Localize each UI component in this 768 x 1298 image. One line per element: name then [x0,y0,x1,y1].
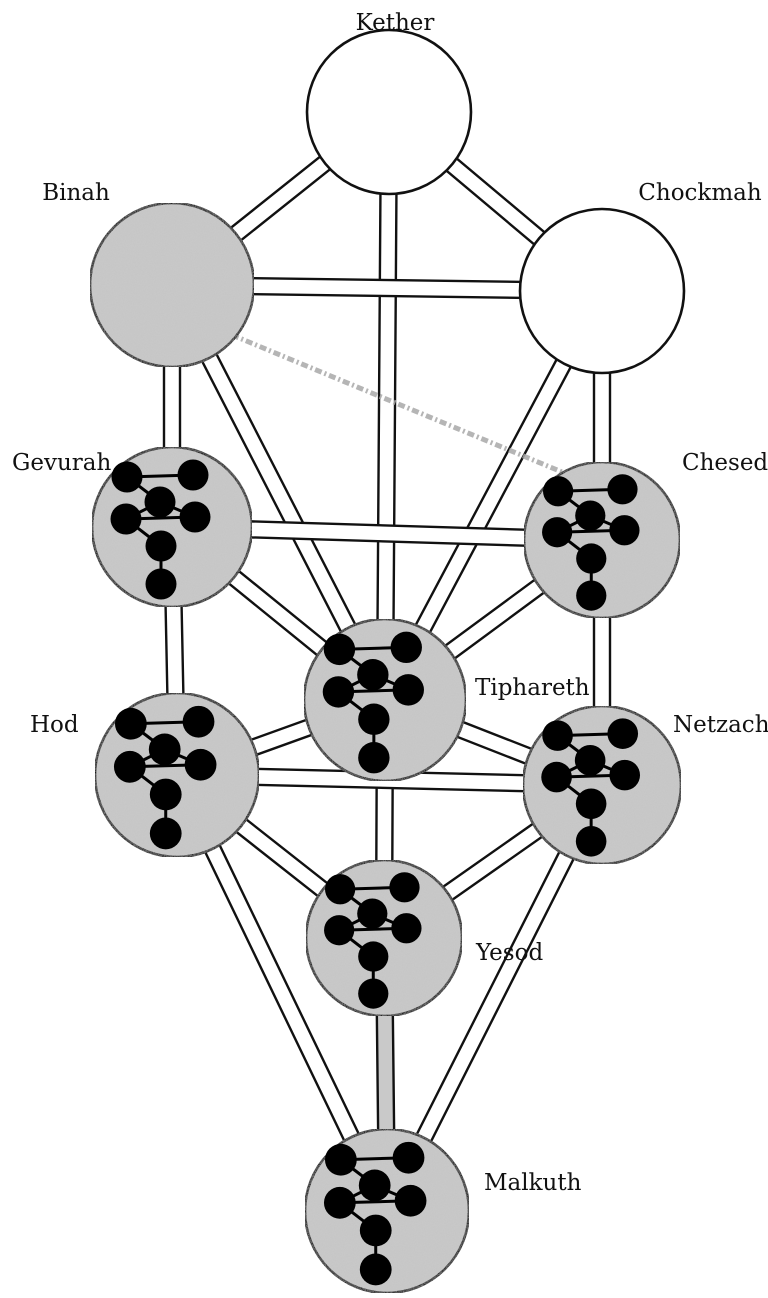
chockmah-circle [518,207,686,375]
hod-inner-dot-c1 [148,733,181,766]
sephirah-kether [305,28,473,196]
netzach-inner-dot-r1 [607,718,639,749]
dashed-link-binah-chesed [231,332,563,475]
yesod-inner-dot-b [358,978,389,1009]
yesod-inner-dot-r2 [391,913,422,944]
path-kether-tiphareth [375,110,399,702]
dashed-link-layer [231,332,563,475]
tiphareth-inner-dot-b [358,742,390,774]
sephirah-hod [93,691,261,859]
label-kether: Kether [356,10,435,36]
binah-circle [88,201,256,369]
tiphareth-inner-dot-l1 [323,633,356,666]
hod-inner-tree [113,705,217,850]
tiphareth-inner-dot-l2 [322,676,355,708]
sephirah-netzach [521,704,683,866]
tiphareth-inner-tree [322,631,424,774]
chesed-inner-dot-b [576,580,607,611]
chesed-inner-dot-c2 [576,543,607,574]
gevurah-inner-dot-c1 [144,486,176,518]
gevurah-inner-dot-l1 [111,461,143,493]
malkuth-inner-dot-l2 [323,1186,356,1219]
label-hod: Hod [30,712,79,738]
yesod-inner-dot-l1 [325,874,356,905]
label-malkuth: Malkuth [484,1170,582,1196]
gevurah-inner-dot-l2 [110,503,142,535]
chesed-inner-dot-l2 [542,517,573,548]
netzach-inner-tree [541,718,641,857]
paths-layer [162,104,612,1217]
sephirah-binah [88,201,256,369]
chesed-inner-dot-r1 [607,474,638,505]
chesed-inner-dot-c1 [575,500,606,531]
netzach-inner-dot-c1 [574,745,606,776]
gevurah-inner-dot-r1 [177,459,209,491]
hod-inner-dot-c2 [149,778,182,811]
yesod-inner-dot-r1 [389,872,420,903]
yesod-inner-dot-c1 [357,898,388,929]
tiphareth-inner-dot-c2 [358,703,390,735]
netzach-inner-dot-r2 [609,759,641,791]
sephirah-chesed [522,460,682,620]
sephirah-gevurah [90,445,254,609]
malkuth-inner-dot-c2 [359,1214,392,1247]
label-tiphareth: Tiphareth [475,675,590,701]
gevurah-inner-dot-r2 [179,501,211,533]
yesod-inner-tree [324,872,422,1009]
malkuth-inner-dot-c1 [358,1169,391,1202]
sephirah-yesod [304,858,464,1018]
nodes-layer [88,28,686,1295]
yesod-inner-dot-l2 [324,915,355,946]
sephirah-chockmah [518,207,686,375]
gevurah-inner-dot-c2 [145,530,177,562]
netzach-inner-dot-l1 [542,720,573,751]
hod-inner-dot-b [149,817,182,850]
sephirah-malkuth [303,1127,471,1295]
tiphareth-inner-dot-r2 [392,674,424,706]
label-chesed: Chesed [682,450,768,476]
netzach-inner-dot-b [575,825,607,857]
label-yesod: Yesod [475,940,543,966]
chesed-inner-dot-l1 [543,476,574,507]
label-netzach: Netzach [673,712,768,738]
chesed-inner-tree [542,474,640,611]
malkuth-inner-dot-r2 [394,1184,427,1217]
kether-circle [305,28,473,196]
malkuth-inner-dot-r1 [392,1141,425,1174]
hod-inner-dot-l2 [113,750,146,783]
malkuth-inner-dot-b [359,1253,392,1286]
hod-inner-dot-l1 [114,707,147,740]
hod-inner-dot-r1 [182,705,215,738]
gevurah-inner-dot-b [145,568,177,600]
malkuth-inner-dot-l1 [324,1143,357,1176]
sephirah-tiphareth [302,617,468,783]
yesod-inner-dot-c2 [358,941,389,972]
malkuth-inner-tree [323,1141,427,1286]
netzach-inner-dot-l2 [541,761,572,793]
tiphareth-inner-dot-r1 [390,631,422,664]
hod-inner-dot-r2 [184,748,217,781]
tiphareth-inner-dot-c1 [357,658,389,691]
netzach-inner-dot-c2 [575,788,607,820]
gevurah-inner-tree [110,459,211,600]
label-binah: Binah [42,180,110,206]
label-gevurah: Gevurah [12,450,111,476]
chesed-inner-dot-r2 [609,515,640,546]
label-chockmah: Chockmah [638,180,762,206]
